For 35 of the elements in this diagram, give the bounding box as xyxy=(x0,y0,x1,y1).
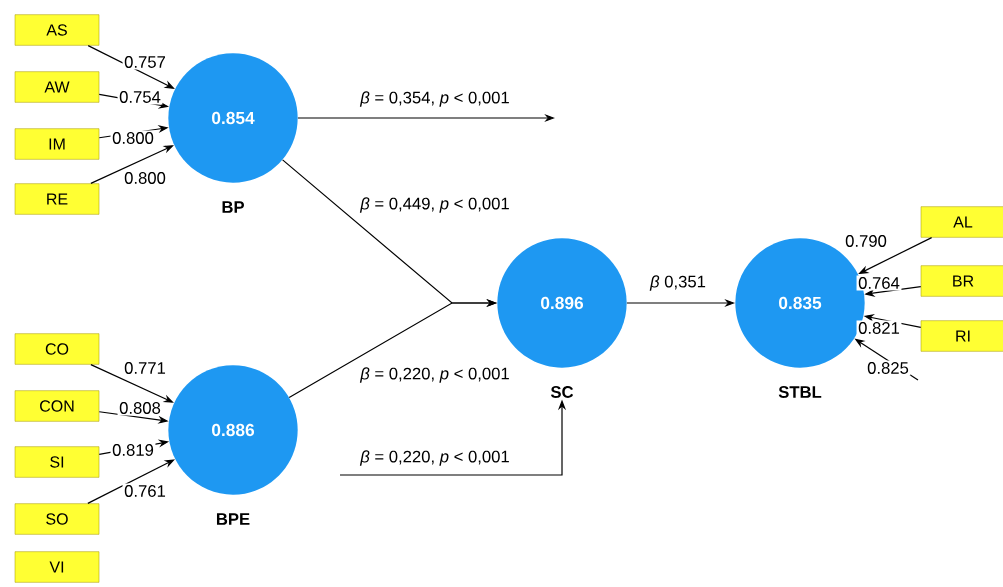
edge-label: 0.771 xyxy=(122,360,168,376)
indicator-box: VI xyxy=(14,551,100,583)
indicator-box: SI xyxy=(14,446,100,478)
edge-label: β = 0,220, p < 0,001 xyxy=(358,365,512,385)
edge-label: 0.800 xyxy=(122,170,168,186)
edge-label: 0.821 xyxy=(856,320,902,336)
edge-label: 0.819 xyxy=(110,442,156,458)
edge-label: 0.754 xyxy=(117,89,163,105)
indicator-box: BR xyxy=(920,265,1003,297)
edge-label: 0.761 xyxy=(122,483,168,499)
construct-name: BP xyxy=(222,201,244,213)
arrow xyxy=(90,145,174,184)
indicator-box: AL xyxy=(920,206,1003,238)
edge-label: 0.757 xyxy=(122,54,168,70)
edge-label: β = 0,449, p < 0,001 xyxy=(358,195,512,215)
indicator-box: CON xyxy=(14,390,100,422)
indicator-box: AS xyxy=(14,14,100,46)
construct-name: BPE xyxy=(217,513,250,525)
edge-label: 0.764 xyxy=(856,275,902,291)
construct-name: SC xyxy=(550,386,574,398)
edge-label: β = 0,354, p < 0,001 xyxy=(358,89,512,109)
edge-label: 0.790 xyxy=(843,233,889,249)
edge-label: 0.808 xyxy=(117,400,163,416)
edge-label: 0.825 xyxy=(865,360,911,376)
edge-label: β 0,351 xyxy=(648,273,708,293)
edge-label: 0.800 xyxy=(110,130,156,146)
indicator-box: CO xyxy=(14,333,100,365)
indicator-box: RI xyxy=(920,320,1003,352)
edge-label: β = 0,220, p < 0,001 xyxy=(358,448,512,468)
arrow xyxy=(90,364,174,403)
indicator-box: RE xyxy=(14,183,100,215)
indicator-box: IM xyxy=(14,128,100,160)
indicator-box: AW xyxy=(14,71,100,103)
construct-name: STBL xyxy=(778,386,822,398)
indicator-box: SO xyxy=(14,503,100,535)
